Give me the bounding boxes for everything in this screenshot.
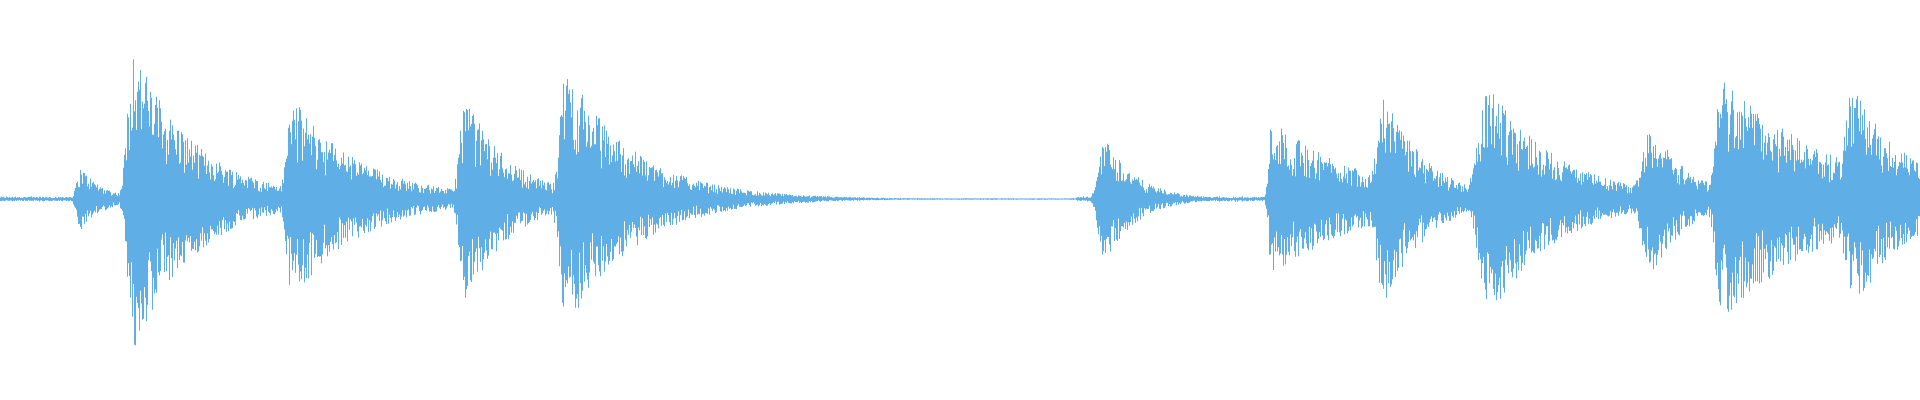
waveform-amplitude-bars xyxy=(0,59,1920,346)
waveform-samples xyxy=(0,59,1920,346)
